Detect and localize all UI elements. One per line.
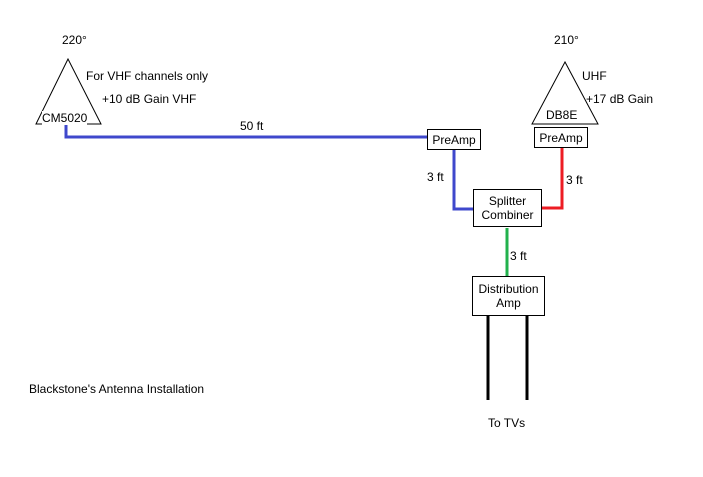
distribution-label-line-1: Distribution [478, 282, 539, 296]
splitter-label-line-1: Splitter [488, 194, 527, 208]
distribution-amp-box: Distribution Amp [472, 276, 545, 316]
uhf-antenna-band: UHF [582, 69, 607, 83]
combined-length-label: 3 ft [510, 249, 527, 263]
uhf-preamp-length-label: 3 ft [566, 173, 583, 187]
vhf-cable-50ft [64, 124, 428, 139]
uhf-preamp-box: PreAmp [534, 127, 588, 148]
vhf-cable-3ft [452, 147, 474, 211]
vhf-antenna-model: CM5020 [42, 111, 88, 125]
uhf-antenna-angle: 210° [554, 33, 579, 47]
splitter-label-line-2: Combiner [481, 208, 534, 222]
diagram-caption: Blackstone's Antenna Installation [29, 382, 205, 396]
to-tvs-label: To TVs [488, 416, 526, 430]
vhf-antenna-angle: 220° [62, 33, 87, 47]
vhf-antenna-note: For VHF channels only [86, 69, 209, 83]
uhf-cable-3ft [541, 147, 564, 210]
vhf-preamp-box: PreAmp [427, 129, 481, 150]
vhf-antenna-gain: +10 dB Gain VHF [102, 92, 197, 106]
splitter-combiner-box: Splitter Combiner [473, 189, 542, 227]
vhf-preamp-length-label: 3 ft [427, 170, 444, 184]
uhf-antenna-triangle [531, 60, 599, 125]
distribution-label-line-2: Amp [496, 296, 521, 310]
uhf-antenna-gain: +17 dB Gain [586, 92, 654, 106]
uhf-antenna-model: DB8E [546, 108, 578, 122]
vhf-run-length-label: 50 ft [240, 119, 264, 133]
vhf-preamp-label: PreAmp [432, 132, 476, 147]
uhf-preamp-label: PreAmp [539, 130, 583, 145]
